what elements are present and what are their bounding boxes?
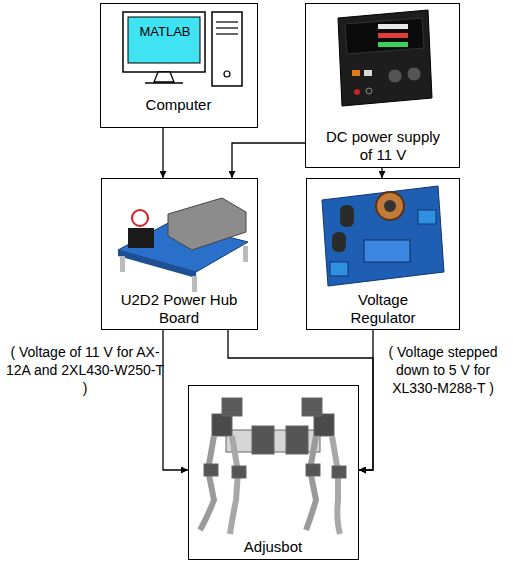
servo <box>232 466 246 478</box>
power-button <box>224 71 230 77</box>
robot-leg <box>200 436 214 530</box>
servo <box>314 414 334 436</box>
servo <box>222 398 242 416</box>
servo <box>306 464 320 476</box>
standoff <box>243 246 248 262</box>
monitor-base <box>145 82 183 84</box>
computer-box: MATLAB Computer <box>100 3 258 128</box>
monitor-stand <box>154 72 174 82</box>
tower-slot <box>216 33 238 34</box>
supply-knob <box>388 69 402 83</box>
node-label: U2D2 Power Hub Board <box>112 291 246 327</box>
connector-arrow <box>162 128 163 178</box>
voltage-regulator-icon <box>322 186 444 286</box>
robot-leg <box>230 436 238 534</box>
connector-arrow <box>381 168 382 178</box>
screw-terminal <box>418 210 436 224</box>
supply-body <box>338 10 432 106</box>
edge-label: ( Voltage of 11 V for AX-12A and 2XL430-… <box>2 343 168 398</box>
robot-illustration <box>200 398 346 534</box>
lcd-display <box>364 240 410 262</box>
robot-leg <box>306 436 316 530</box>
pcb-edge <box>118 250 196 278</box>
power-supply-box: DC power supply of 11 V <box>305 3 460 168</box>
supply-knob <box>407 67 421 81</box>
supply-terminal <box>354 89 360 95</box>
node-label: Adjusbot <box>189 538 357 556</box>
u2d2-board-icon <box>118 198 248 292</box>
standoff <box>192 276 197 292</box>
connector-arrow <box>359 330 373 470</box>
u2d2-module <box>168 198 246 250</box>
screen-text: MATLAB <box>129 24 201 40</box>
servo <box>332 466 346 478</box>
tower-slot <box>216 27 238 28</box>
display-digits <box>378 33 408 38</box>
connector-block <box>128 228 154 248</box>
robot-leg <box>332 436 340 534</box>
servo <box>212 414 232 436</box>
inductor-coil <box>376 192 404 220</box>
power-switch-ring <box>132 210 148 226</box>
capacitor <box>340 205 354 227</box>
standoff <box>120 256 125 272</box>
inductor-core <box>384 200 396 212</box>
robot-box: Adjusbot <box>188 385 359 560</box>
display-digits <box>378 42 408 47</box>
node-label: DC power supply of 11 V <box>324 128 442 164</box>
monitor-frame <box>123 12 205 72</box>
pcb-board <box>322 186 444 286</box>
connector-arrow <box>232 143 305 178</box>
servo <box>286 426 308 454</box>
servo <box>252 426 274 454</box>
capacitor <box>332 232 346 252</box>
connector-arrow <box>163 330 188 470</box>
supply-button <box>352 70 360 76</box>
regulator-box: Voltage Regulator <box>306 178 460 330</box>
node-label: Voltage Regulator <box>337 291 429 327</box>
servo <box>302 398 322 416</box>
connector-arrow <box>228 330 373 470</box>
monitor-screen <box>128 17 200 63</box>
node-label: Computer <box>101 96 256 114</box>
tower-slot <box>216 21 238 22</box>
display-digits <box>378 24 408 29</box>
supply-display <box>345 18 424 54</box>
computer-tower <box>212 12 242 86</box>
screw-terminal <box>330 262 348 276</box>
power-supply-icon <box>338 10 432 106</box>
hub-board-box: U2D2 Power Hub Board <box>101 178 258 330</box>
computer-icon <box>123 12 242 86</box>
servo <box>204 464 218 476</box>
supply-button <box>364 70 372 76</box>
supply-terminal <box>366 88 372 94</box>
edge-label: ( Voltage stepped down to 5 V for XL330-… <box>374 343 512 398</box>
